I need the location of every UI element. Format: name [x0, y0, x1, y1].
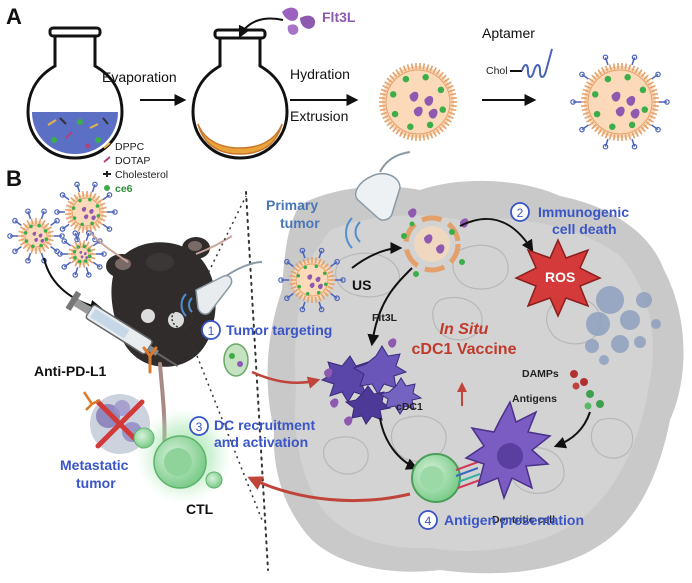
injected-liposome-icon [57, 230, 107, 278]
us-label: US [352, 277, 371, 293]
metastatic-tumor-label-2: tumor [76, 475, 116, 491]
injected-liposome-icon [7, 208, 65, 264]
receptor-link-icon [455, 461, 481, 489]
step-4-label: Antigen presentation [444, 512, 584, 528]
legend-dppc: DPPC [115, 141, 145, 153]
ros-burst-icon [514, 238, 602, 318]
flt3l-scatter-icon [324, 338, 397, 426]
hydration-label: Hydration [290, 66, 350, 82]
dc-to-tcell-arrow [379, 417, 419, 470]
panel-a-label: A [6, 4, 22, 29]
legend-cholesterol: Cholesterol [115, 169, 168, 181]
step-1-number: 1 [208, 324, 215, 338]
ultrasound-probe-icon [180, 261, 263, 317]
flt3l-release-arrow [367, 267, 413, 347]
targeting-liposome-icon [278, 247, 346, 313]
primary-tumor-label-2: tumor [280, 215, 320, 231]
ctl-return-arrow [247, 476, 411, 503]
lipid-legend: DPPC DOTAP Cholesterol ce6 [103, 141, 168, 195]
metastatic-tumor-label-1: Metastatic [60, 457, 129, 473]
ros-label: ROS [545, 269, 575, 285]
step-3: 3 DC recruitment and activation [189, 416, 315, 450]
dendritic-cell-label: Dentritic cell [492, 514, 555, 526]
primary-tumor-label-1: Primary [266, 197, 318, 213]
flask-1-icon [26, 26, 124, 160]
targeting-arrow [251, 370, 321, 389]
panel-b-label: B [6, 166, 22, 191]
tumor-targeting-cell-icon [223, 343, 249, 377]
flt3l-protein-icon [282, 7, 316, 35]
icd-arrow [459, 217, 534, 253]
flask-2-icon [191, 28, 289, 160]
step-3-label-1: DC recruitment [214, 417, 315, 433]
flt3l-label-b: Flt3L [372, 312, 398, 324]
aptamer-liposome-icon [570, 54, 670, 150]
legend-dotap: DOTAP [115, 155, 150, 167]
evaporation-label: Evaporation [102, 69, 177, 85]
damps-label: DAMPs [522, 368, 559, 380]
ctl-cells-icon [133, 408, 232, 504]
vaccine-title-2: cDC1 Vaccine [412, 341, 517, 358]
step-1-label: Tumor targeting [226, 322, 332, 338]
antigens-label: Antigens [512, 393, 557, 405]
aptamer-coil-icon [510, 48, 553, 78]
flt3l-label-a: Flt3L [322, 9, 356, 25]
disrupted-liposome-icon [401, 208, 469, 277]
step-2: 2 Immunogenic cell death [510, 202, 629, 237]
step-2-label-2: cell death [552, 221, 617, 237]
dying-cell-icon [585, 286, 661, 365]
legend-ce6: ce6 [115, 183, 133, 195]
magnifier-circle [171, 307, 193, 329]
step-4: 4 Antigen presentation [418, 510, 584, 530]
t-cell-icon [411, 453, 461, 503]
us-arrow [351, 242, 403, 269]
ultrasound-transducer-icon [345, 151, 411, 249]
cdc1-cluster-icon [320, 345, 423, 425]
antigen-arrow [553, 411, 591, 449]
step-3-label-2: and activation [214, 434, 308, 450]
extrusion-label: Extrusion [290, 108, 348, 124]
cdc1-label: cDC1 [396, 401, 423, 413]
aptamer-label: Aptamer [482, 25, 535, 41]
vaccine-title-1: In Situ [440, 321, 489, 338]
flt3l-arrow [238, 17, 284, 39]
liposome-icon [379, 63, 457, 141]
dendritic-cell-icon [464, 400, 552, 501]
step-3-number: 3 [196, 420, 203, 434]
divider-line [245, 191, 269, 571]
antibody-icon [142, 346, 158, 374]
ctl-label: CTL [186, 501, 214, 517]
chol-label: Chol [486, 65, 508, 77]
antigen-particles-icon [570, 370, 604, 410]
step-2-label-1: Immunogenic [538, 204, 629, 220]
step-1: 1 Tumor targeting [201, 320, 332, 340]
injected-liposome-icon [54, 181, 118, 243]
anti-pd-l1-label: Anti-PD-L1 [34, 363, 107, 379]
step-4-number: 4 [425, 514, 432, 528]
step-2-number: 2 [517, 206, 524, 220]
